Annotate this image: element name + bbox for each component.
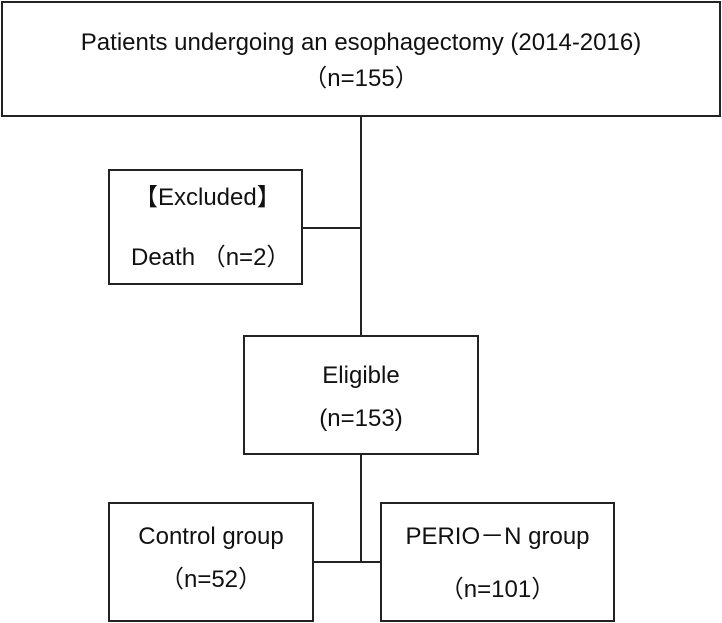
control-group-box: Control group （n=52）	[108, 502, 314, 622]
excluded-death-count: Death （n=2）	[131, 244, 291, 271]
excluded-box: 【Excluded】 Death （n=2）	[108, 169, 303, 285]
control-group-count: （n=52）	[159, 566, 263, 593]
eligible-box: Eligible (n=153)	[243, 335, 479, 455]
eligible-label: Eligible	[322, 362, 400, 389]
top-box-title: Patients undergoing an esophagectomy (20…	[80, 29, 642, 56]
perio-n-group-box: PERIO－N group （n=101）	[380, 502, 615, 622]
perio-n-group-label: PERIO－N group	[405, 523, 590, 550]
perio-n-group-count: （n=101）	[439, 576, 556, 603]
excluded-heading: 【Excluded】	[134, 184, 281, 211]
top-box-count: （n=155）	[303, 65, 419, 92]
top-box: Patients undergoing an esophagectomy (20…	[1, 1, 721, 117]
eligible-count: (n=153)	[319, 405, 403, 432]
control-group-label: Control group	[138, 523, 284, 550]
